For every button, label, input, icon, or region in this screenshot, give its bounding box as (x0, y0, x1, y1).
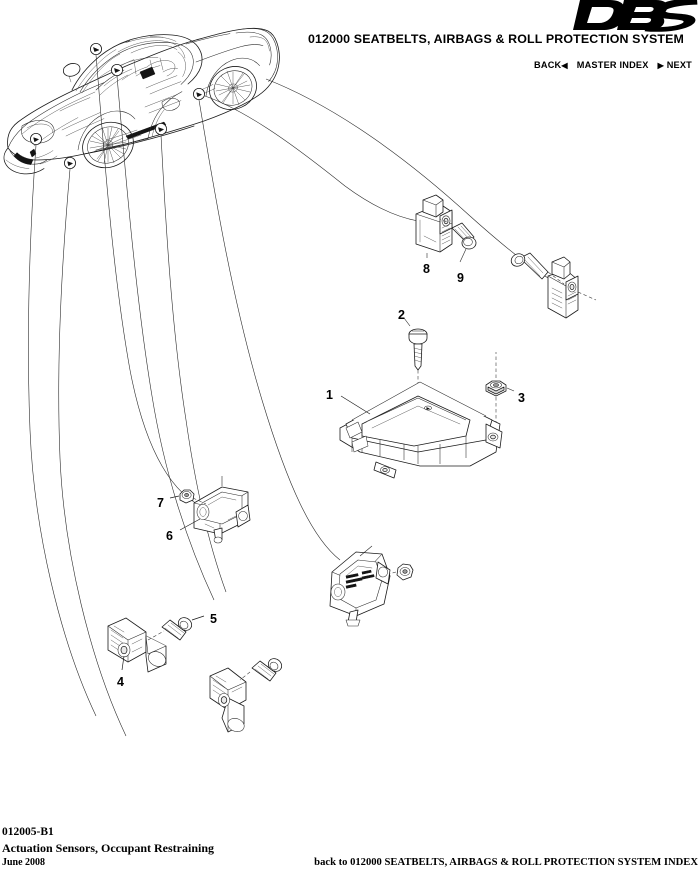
callout-1: 1 (326, 388, 333, 402)
callout-2: 2 (398, 308, 405, 322)
part-side-impact-sensor-lower-left (107, 617, 167, 673)
callout-6: 6 (166, 529, 173, 543)
part-front-crash-sensor-bolt (439, 218, 477, 263)
navigation-bar: BACK◀ MASTER INDEX ▶ NEXT (330, 60, 692, 70)
part-module-bolt (403, 317, 428, 398)
back-arrow-icon: ◀ (561, 61, 568, 70)
part-airbag-control-module (339, 381, 503, 479)
vehicle-sensor-markers (29, 43, 205, 169)
part-rollover-sensor-nut (169, 489, 207, 505)
exploded-parts-diagram: .ln { fill:none; stroke:#1b1b1b; stroke-… (3, 27, 597, 737)
part-rollover-sensor (179, 476, 251, 544)
back-link[interactable]: BACK (534, 60, 562, 70)
part-sensor-module-lower-centre (329, 545, 414, 627)
next-arrow-icon: ▶ (657, 61, 664, 70)
callout-5: 5 (210, 612, 217, 626)
front-wheel (82, 121, 134, 169)
part-side-sensor-right (510, 252, 597, 319)
part-sensor-lower-bottom (209, 658, 283, 733)
vehicle-illustration (3, 27, 280, 175)
footer-description: Actuation Sensors, Occupant Restraining (2, 841, 215, 855)
callout-9: 9 (457, 271, 464, 285)
part-sensor-bolt-left (161, 615, 205, 641)
leader-lines (28, 54, 561, 737)
page-footer: 012005-B1 Actuation Sensors, Occupant Re… (0, 824, 700, 876)
dbs-logo: DBS (566, 0, 698, 32)
footer-index-link[interactable]: back to 012000 SEATBELTS, AIRBAGS & ROLL… (314, 857, 698, 868)
page-title: 012000 SEATBELTS, AIRBAGS & ROLL PROTECT… (307, 32, 685, 46)
callout-8: 8 (423, 262, 430, 276)
rear-wheel (209, 66, 257, 110)
callout-4: 4 (117, 675, 124, 689)
next-link[interactable]: NEXT (666, 60, 692, 70)
part-front-crash-sensor (415, 194, 453, 258)
footer-part-code: 012005-B1 (2, 826, 54, 838)
master-index-link[interactable]: MASTER INDEX (576, 60, 649, 70)
callout-7: 7 (157, 496, 164, 510)
callout-3: 3 (518, 391, 525, 405)
footer-date: June 2008 (2, 857, 46, 868)
